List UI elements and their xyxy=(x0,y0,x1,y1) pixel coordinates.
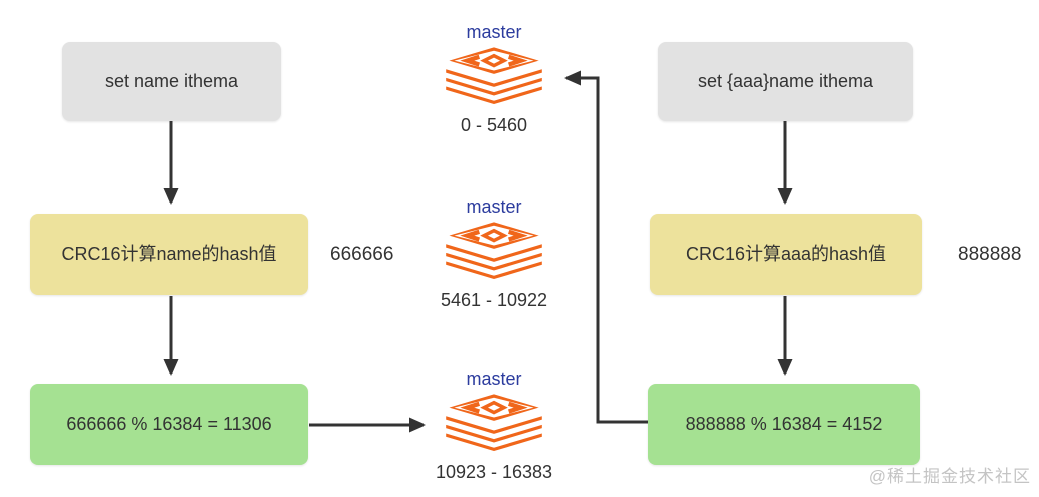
master-label: master xyxy=(466,22,522,42)
left-mod-text: 666666 % 16384 = 11306 xyxy=(66,414,272,435)
redis-icon xyxy=(439,221,549,283)
left-command-text: set name ithema xyxy=(104,71,239,92)
left-command-box: set name ithema xyxy=(62,42,281,121)
left-crc16-box: CRC16计算name的hash值 xyxy=(30,214,308,295)
right-command-box: set {aaa}name ithema xyxy=(658,42,913,121)
right-mod-box: 888888 % 16384 = 4152 xyxy=(648,384,920,465)
left-mod-box: 666666 % 16384 = 11306 xyxy=(30,384,308,465)
slot-range-label: 0 - 5460 xyxy=(460,115,528,135)
watermark: @稀土掘金技术社区 xyxy=(868,467,1031,486)
right-command-text: set {aaa}name ithema xyxy=(697,71,874,92)
redis-master-node-0: master 0 - 5460 xyxy=(419,22,569,136)
left-crc16-text: CRC16计算name的hash值 xyxy=(61,244,277,265)
redis-icon xyxy=(439,393,549,455)
right-crc16-box: CRC16计算aaa的hash值 xyxy=(650,214,922,295)
left-hash-value: 666666 xyxy=(330,243,394,265)
right-mod-text: 888888 % 16384 = 4152 xyxy=(685,414,883,435)
master-label: master xyxy=(466,197,522,217)
redis-master-node-2: master 10923 - 16383 xyxy=(419,369,569,483)
arrow-right-mod-to-master1 xyxy=(564,70,648,424)
right-crc16-text: CRC16计算aaa的hash值 xyxy=(685,244,887,265)
right-hash-value: 888888 xyxy=(958,243,1022,265)
slot-range-label: 5461 - 10922 xyxy=(440,290,548,310)
master-label: master xyxy=(466,369,522,389)
redis-master-node-1: master 5461 - 10922 xyxy=(419,197,569,311)
redis-icon xyxy=(439,46,549,108)
slot-range-label: 10923 - 16383 xyxy=(435,462,553,482)
